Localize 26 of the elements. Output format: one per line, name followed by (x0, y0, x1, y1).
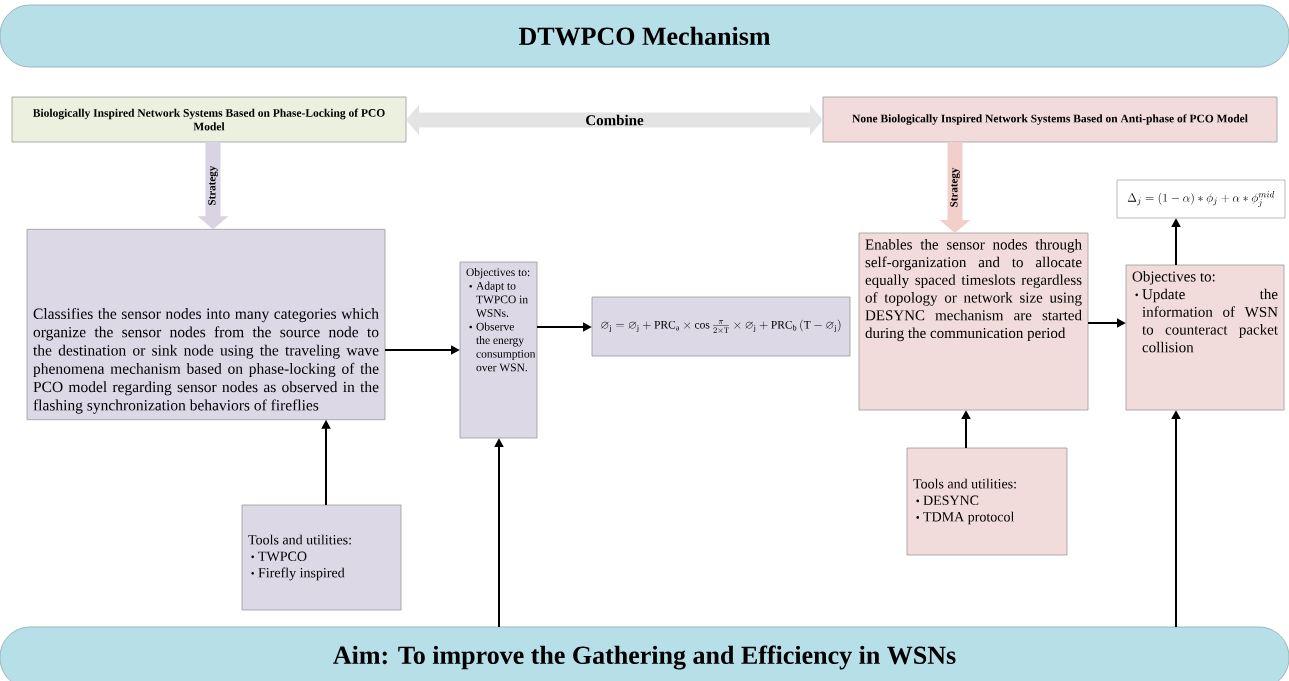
list-heading: Objectives to: (1132, 271, 1215, 285)
list-item: Observe the energy consumption over WSN. (469, 322, 536, 372)
process-box: Classifies the sensor nodes into many categories which organize the sensor nodes from the source node to the destination or sink node using the traveling wave phenomena mechanism based on phase-locking of the PCO model regarding sensor nodes as observed in the flashing synchronization behaviors of fireflies (26, 228, 386, 421)
list-item: Adapt to TWPCO in WSNs. (469, 281, 528, 317)
category-box: Biologically Inspired Network Systems Based on Phase-Locking of PCO Model (11, 96, 407, 143)
list-item: Update the information of WSN to counteract packet collision (1135, 288, 1278, 353)
list-heading: Tools and utilities: (248, 534, 351, 545)
list-item: Firefly inspired (251, 567, 345, 581)
list-heading: Tools and utilities: (913, 478, 1016, 489)
aim-banner: Aim: To improve the Gathering and Efficiency in WSNs (0, 626, 1289, 681)
formula-box: $\varnothing_{\mathrm{j}} = \varnothing_{\mathrm{j}} + \mathrm{PRC}_{\mathrm{a}} \times \cos\frac{\pi}{2\times \mathrm{T}} \times \varnothing_{\mathrm{j}} + \mathrm{PRC}_{\mathrm{b}}\left(\mathrm{T} - \varnothing_{\mathrm{j}}\right)$ (591, 296, 851, 357)
list-heading: Objectives to: (466, 268, 530, 279)
edge-label: Strategy (949, 166, 961, 209)
objectives-box (1125, 264, 1285, 411)
category-box: None Biologically Inspired Network Systems Based on Anti-phase of PCO Model (822, 96, 1278, 143)
tools-box (906, 447, 1068, 556)
list-item: DESYNC (916, 495, 979, 505)
tools-box (241, 504, 402, 611)
title-banner: DTWPCO Mechanism (0, 4, 1289, 68)
formula-box: $\Delta_j = (1-\alpha) * \phi_j + \alpha * \phi_j^{mid}$ (1116, 179, 1286, 219)
objectives-box (459, 261, 538, 439)
process-box: Enables the sensor nodes through self-organization and to allocate equally spaced timeslots regardless of topology or network size using DESYNC mechanism are started during the communication period (858, 232, 1089, 411)
edge-label: Strategy (207, 164, 219, 207)
block-arrow (406, 104, 823, 136)
list-item: TDMA protocol (916, 511, 1015, 525)
list-item: TWPCO (251, 551, 307, 562)
